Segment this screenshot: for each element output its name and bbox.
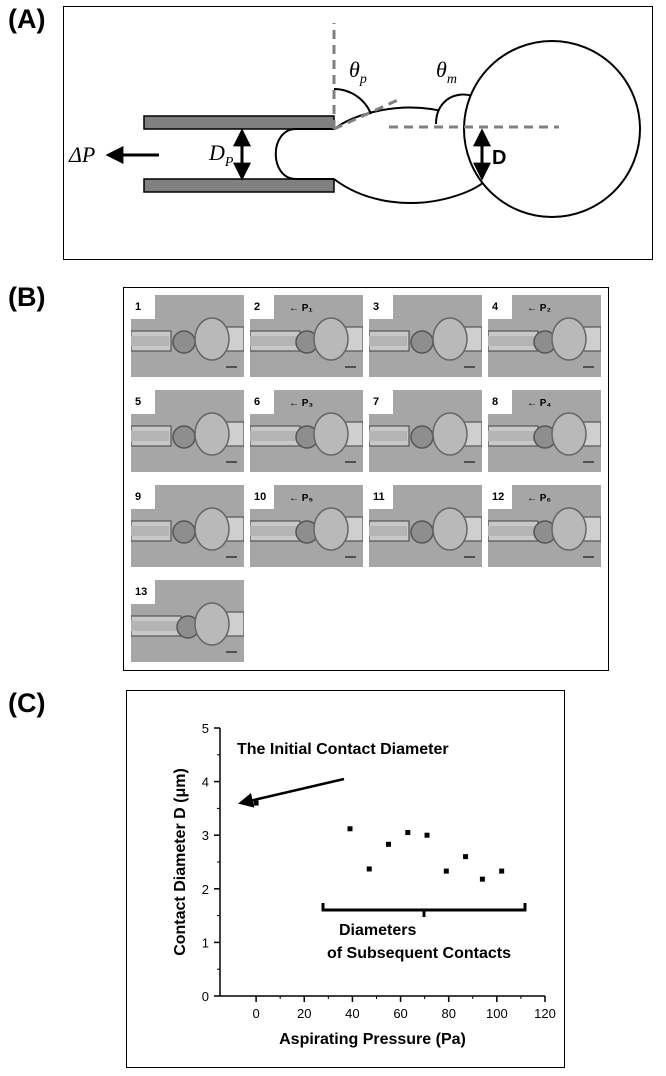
d-label: D [492,147,506,169]
pressure-label: ← P₃ [289,398,314,409]
frame-number: 4 [488,295,512,319]
left-arrow-icon: ← [289,398,299,409]
panel-a-diagram: ΔP DP D θp θm [63,6,653,260]
x-tick-label: 80 [441,1006,455,1021]
frame-number: 13 [131,580,155,604]
pressure-label: ← P₄ [527,398,552,409]
pressure-label: ← P₁ [289,303,313,314]
frame-number: 1 [131,295,155,319]
delta-p-label: ΔP [68,142,95,167]
frame-number: 5 [131,390,155,414]
y-tick-label: 0 [202,989,209,1004]
pressure-label: ← P₅ [289,493,314,504]
left-arrow-icon: ← [527,303,537,314]
data-point [424,832,430,838]
y-tick-label: 3 [202,828,209,843]
panel-b-label: (B) [8,282,46,312]
frame-number: 10 [250,485,274,509]
frame-number: 3 [369,295,393,319]
theta-m-label: θm [436,57,457,87]
left-arrow-icon: ← [527,493,537,504]
y-axis-label: Contact Diameter D (μm) [172,768,189,956]
micrograph-frame-7: 7 [369,390,482,472]
x-tick-label: 120 [534,1006,556,1021]
y-tick-label: 1 [202,935,209,950]
frame-number: 12 [488,485,512,509]
y-tick-label: 5 [202,721,209,736]
micrograph-frame-13: 13 [131,580,244,662]
large-cell [463,40,641,218]
x-tick-label: 20 [297,1006,311,1021]
micrograph-frame-3: 3 [369,295,482,377]
micrograph-frame-6: 6 ← P₃ [250,390,363,472]
micropipette-schematic: ΔP DP D θp θm [68,23,641,218]
data-point [386,841,392,847]
micrograph-frame-2: 2 ← P₁ [250,295,363,377]
dp-label: DP [208,140,234,170]
data-point [253,800,259,806]
frame-number: 9 [131,485,155,509]
pipette-lower-wall [143,178,335,193]
data-point [443,868,449,874]
data-point [366,866,372,872]
initial-contact-annotation: The Initial Contact Diameter [237,741,449,758]
pressure-label: ← P₂ [527,303,551,314]
tangent-line [333,97,401,131]
pressure-diameter-chart: 0 20 40 60 80 100 120 0 1 2 3 4 5 Contact Diameter D… [172,721,570,1048]
micrograph-frame-1: 1 [131,295,244,377]
x-axis-label: Aspirating Pressure (Pa) [279,1031,466,1048]
left-arrow-icon: ← [527,398,537,409]
micrograph-frame-4: 4 ← P₂ [488,295,601,377]
data-point [405,830,411,836]
data-point [463,854,469,860]
subsequent-annotation-line2: of Subsequent Contacts [327,945,511,962]
panel-a-label: (A) [8,4,46,34]
y-tick-label: 2 [202,882,209,897]
micrograph-frame-9: 9 [131,485,244,567]
theta-p-arc [333,88,372,115]
pressure-label: ← P₆ [527,493,551,504]
data-point [499,868,505,874]
frame-number: 7 [369,390,393,414]
micrograph-frame-10: 10 ← P₅ [250,485,363,567]
x-tick-label: 100 [486,1006,508,1021]
panel-c-label: (C) [8,688,46,718]
micrograph-frame-8: 8 ← P₄ [488,390,601,472]
frame-number: 8 [488,390,512,414]
pipette-upper-wall [143,115,335,130]
frame-number: 11 [369,485,393,509]
subsequent-annotation-line1: Diameters [339,922,416,939]
micrograph-frame-12: 12 ← P₆ [488,485,601,567]
x-tick-label: 40 [345,1006,359,1021]
theta-p-label: θp [349,57,367,87]
x-tick-label: 0 [252,1006,259,1021]
x-tick-label: 60 [393,1006,407,1021]
left-arrow-icon: ← [289,493,299,504]
frame-number: 2 [250,295,274,319]
cell-projection-in-pipette [274,128,334,180]
initial-contact-arrow [238,777,345,808]
frame-number: 6 [250,390,274,414]
subsequent-contacts-bracket [321,903,527,912]
micrograph-frame-5: 5 [131,390,244,472]
left-arrow-icon: ← [289,303,299,314]
micrograph-frame-11: 11 [369,485,482,567]
data-point [347,826,353,832]
data-point [479,876,485,882]
y-tick-label: 4 [202,775,209,790]
panel-c-chart-box: 0 20 40 60 80 100 120 0 1 2 3 4 5 Contact Diameter D… [126,690,570,1068]
